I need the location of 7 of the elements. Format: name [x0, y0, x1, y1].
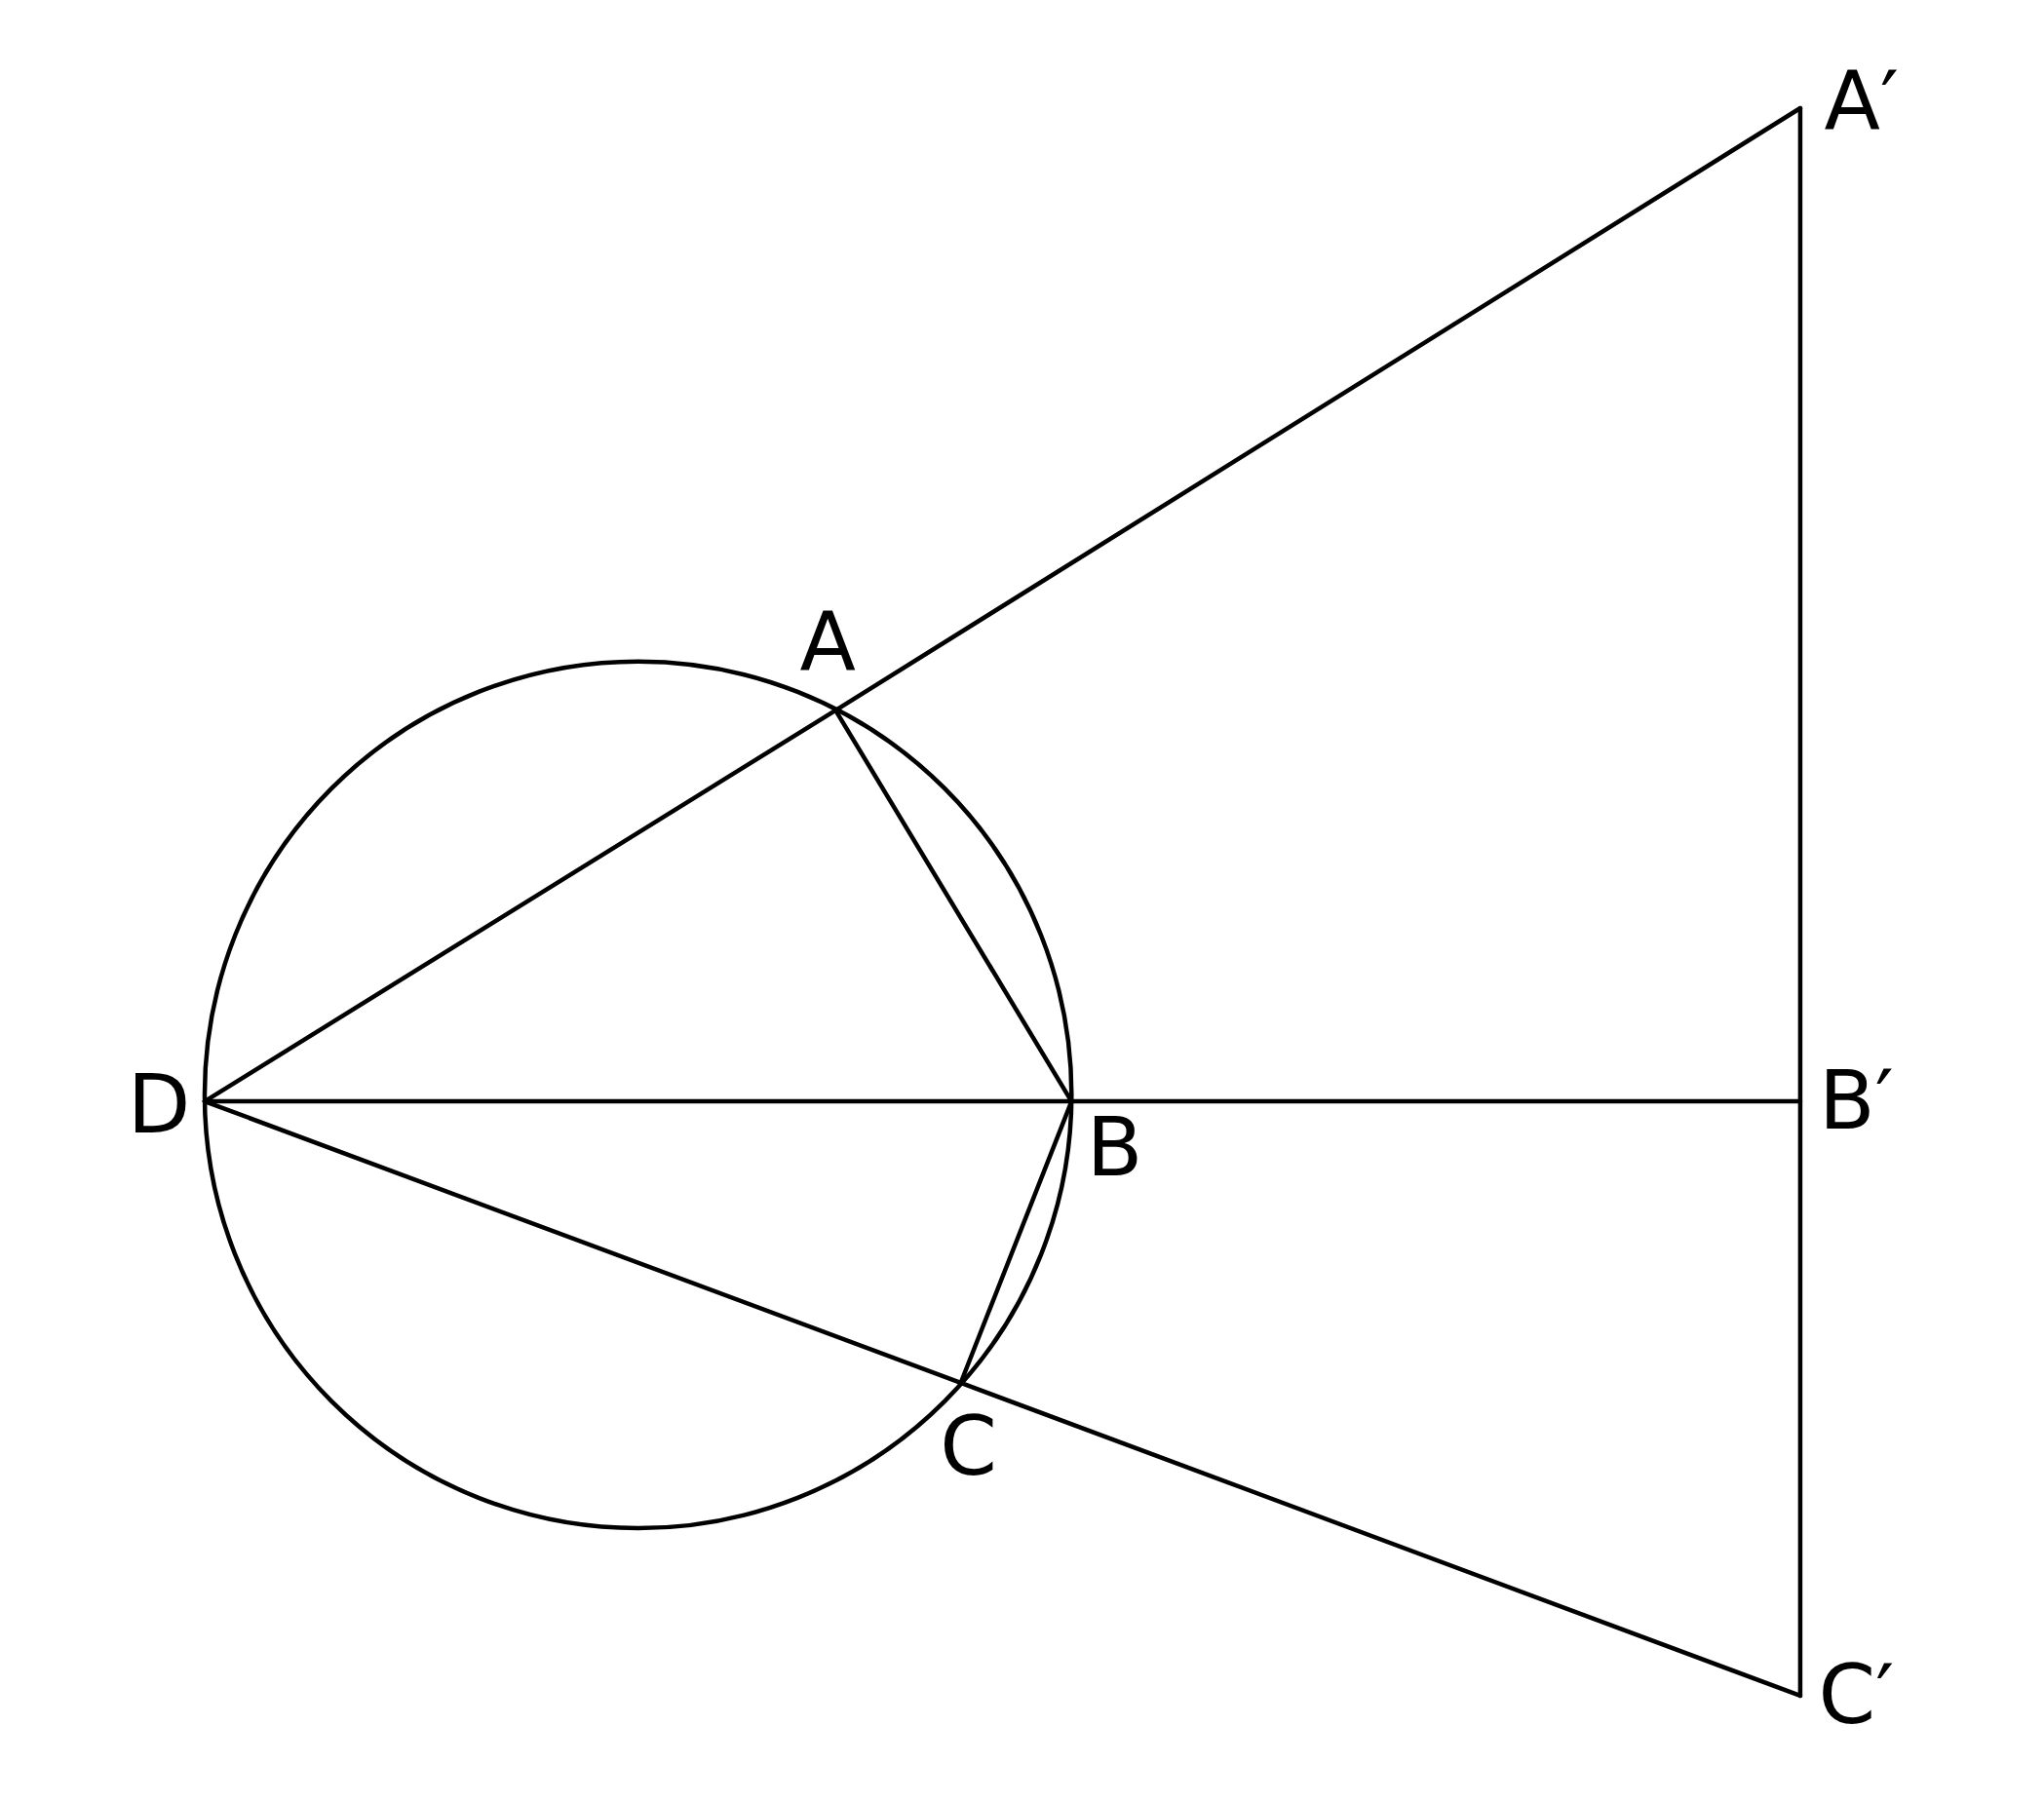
point-label: B: [1086, 1105, 1143, 1188]
point-label: D: [127, 1062, 191, 1145]
point-label: B′: [1819, 1058, 1894, 1141]
point-label: C′: [1818, 1653, 1895, 1736]
point-label: A′: [1824, 60, 1900, 143]
point-label: A: [799, 601, 856, 684]
point-label: C: [940, 1405, 997, 1488]
